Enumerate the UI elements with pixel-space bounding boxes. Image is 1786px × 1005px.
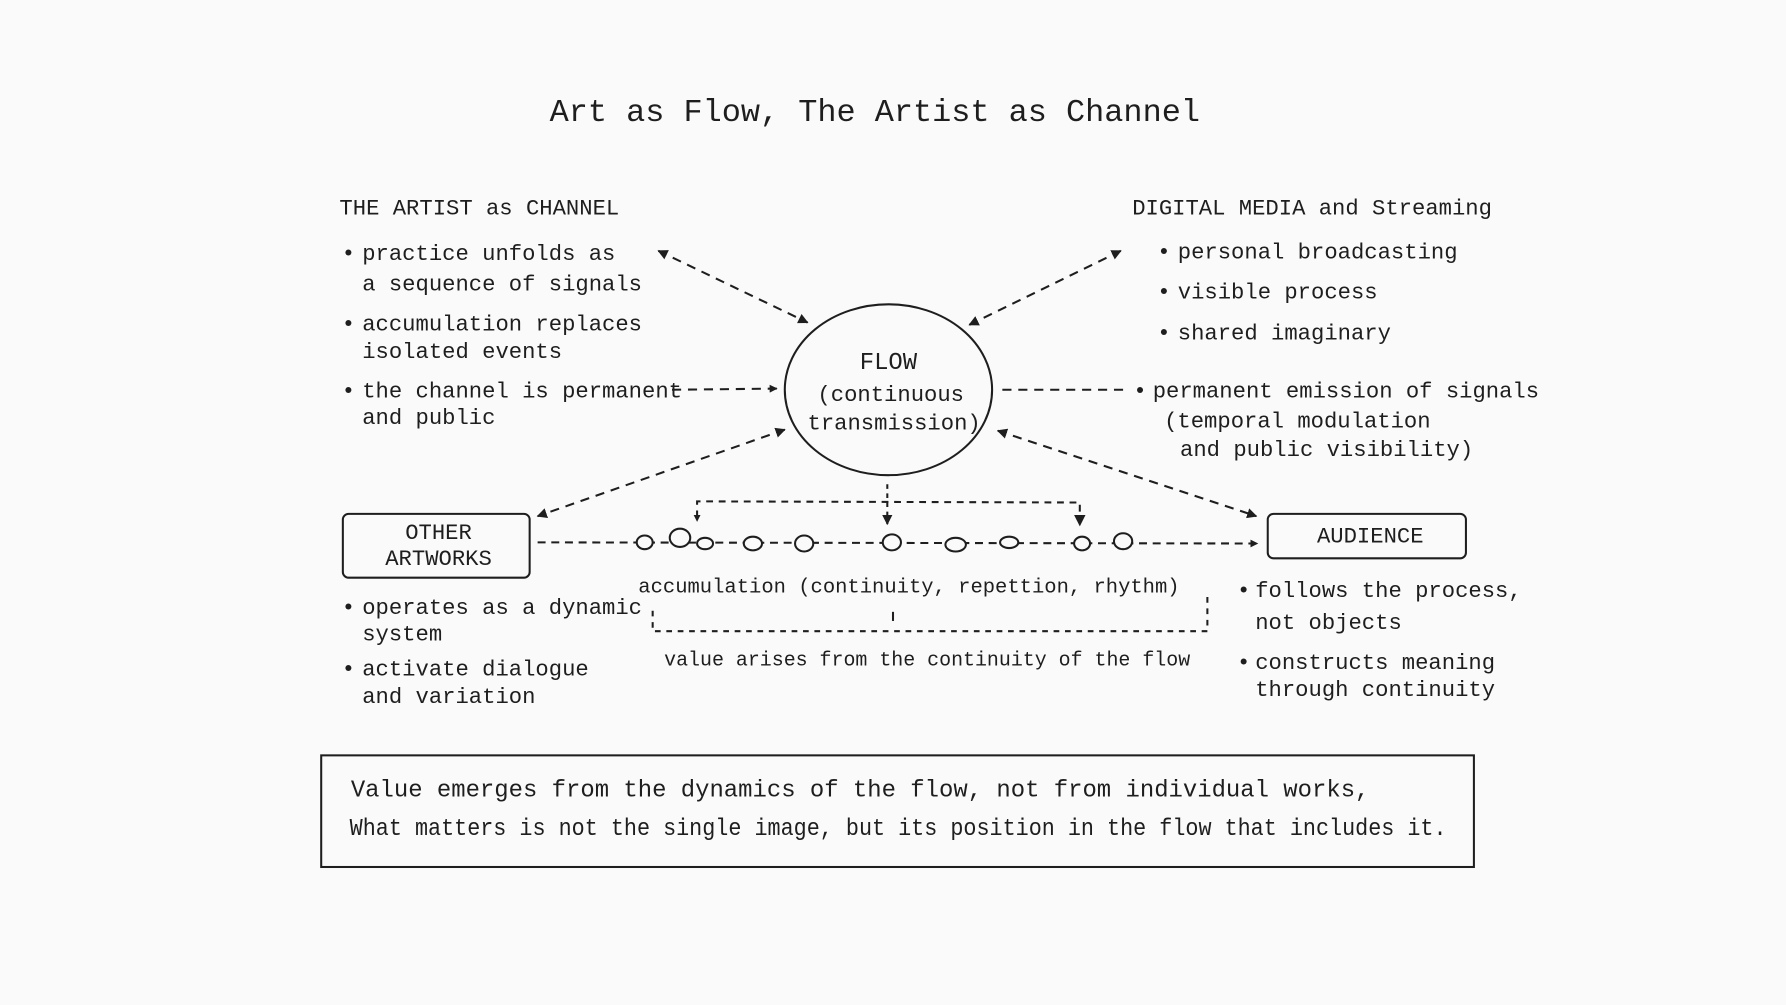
svg-text:•: • — [1237, 651, 1250, 676]
svg-text:•: • — [342, 242, 355, 267]
flow-label: FLOW — [860, 350, 918, 377]
svg-text:•: • — [342, 313, 355, 338]
svg-text:•: • — [1133, 380, 1146, 405]
list-item-cont: and public — [362, 406, 495, 431]
box-label: OTHER — [405, 521, 472, 546]
svg-text:•: • — [342, 380, 355, 405]
list-item: personal broadcasting — [1178, 241, 1458, 266]
digital-heading: DIGITAL MEDIA and Streaming — [1132, 196, 1492, 221]
conclusion-box: Value emerges from the dynamics of the f… — [320, 754, 1475, 869]
box-label: AUDIENCE — [1317, 524, 1424, 549]
value-note: value arises from the continuity of the … — [664, 648, 1190, 671]
emission-text-cont: (temporal modulation — [1164, 409, 1430, 434]
box-label: ARTWORKS — [385, 547, 492, 572]
flow-node: FLOW (continuous transmission) — [783, 303, 994, 477]
list-item-cont: system — [362, 622, 442, 647]
list-item: accumulation replaces — [362, 313, 642, 338]
value-bracket — [651, 594, 1209, 633]
svg-text:•: • — [1237, 579, 1250, 604]
list-item: operates as a dynamic — [362, 596, 642, 621]
emission-text: permanent emission of signals — [1153, 380, 1539, 405]
svg-text:•: • — [342, 596, 355, 621]
list-item: constructs meaning — [1255, 651, 1495, 676]
diagram-title: Art as Flow, The Artist as Channel — [550, 94, 1200, 131]
audience-box: AUDIENCE — [1266, 512, 1467, 560]
list-item: shared imaginary — [1178, 322, 1391, 347]
svg-text:•: • — [1157, 281, 1170, 306]
accumulation-label: accumulation (continuity, repettion, rhy… — [638, 576, 1179, 599]
artist-list: • practice unfolds as a sequence of sign… — [342, 242, 682, 431]
artist-heading: THE ARTIST as CHANNEL — [339, 196, 619, 221]
emission-text-cont: and public visibility) — [1180, 438, 1473, 463]
list-item: the channel is permanent — [362, 380, 682, 405]
list-item-cont: and variation — [362, 685, 535, 710]
list-item: practice unfolds as — [362, 242, 615, 267]
flow-sub: transmission) — [808, 412, 981, 437]
digital-list: • personal broadcasting • visible proces… — [1133, 241, 1539, 463]
other-list: • operates as a dynamic system • activat… — [342, 596, 642, 710]
list-item: activate dialogue — [362, 658, 589, 683]
list-item: follows the process, — [1255, 579, 1521, 604]
list-item-cont: through continuity — [1255, 678, 1495, 703]
conclusion-line: What matters is not the single image, bu… — [350, 816, 1447, 843]
list-item-cont: not objects — [1255, 611, 1402, 636]
list-item-cont: a sequence of signals — [362, 273, 642, 298]
other-artworks-box: OTHER ARTWORKS — [341, 512, 531, 579]
audience-list: • follows the process, not objects • con… — [1237, 579, 1522, 703]
svg-text:•: • — [342, 658, 355, 683]
svg-text:•: • — [1157, 322, 1170, 347]
list-item-cont: isolated events — [362, 340, 562, 365]
accumulation-chain — [635, 527, 1134, 553]
flow-sub: (continuous — [817, 383, 964, 408]
conclusion-line: Value emerges from the dynamics of the f… — [351, 777, 1370, 804]
svg-text:•: • — [1157, 241, 1170, 266]
list-item: visible process — [1178, 281, 1378, 306]
